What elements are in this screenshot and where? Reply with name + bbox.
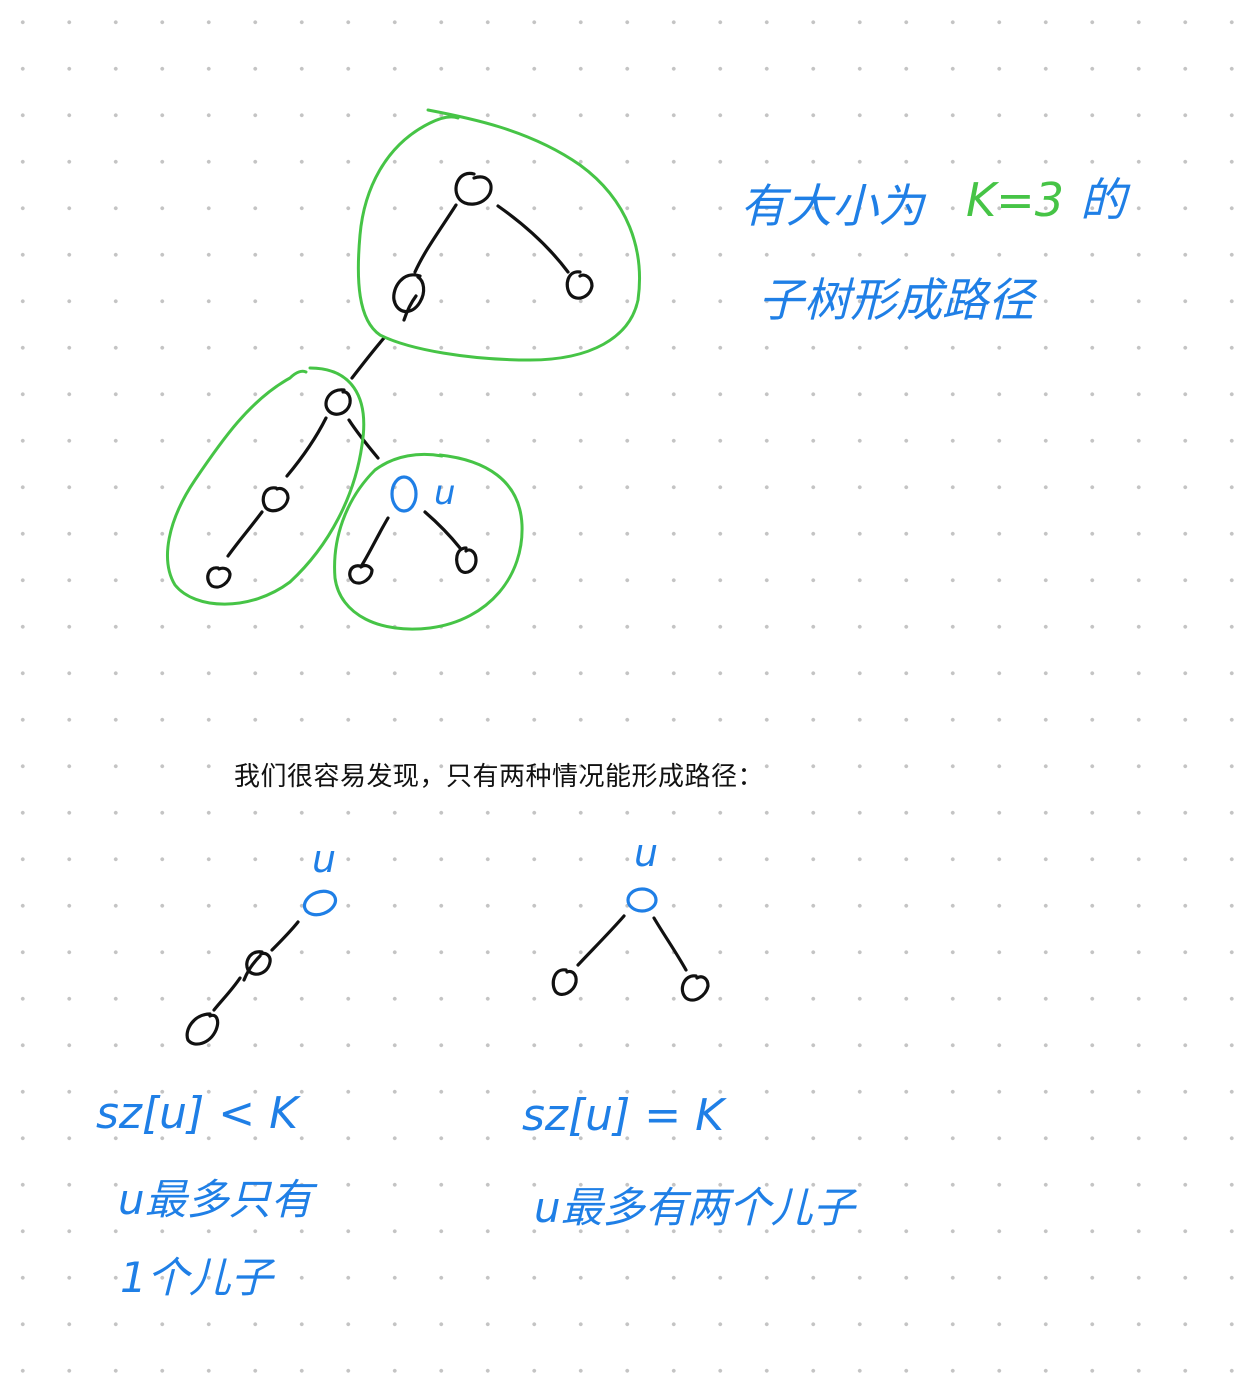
case-right-edge bbox=[576, 914, 626, 967]
subtree-outline-top bbox=[356, 108, 642, 362]
annotation-line2: 子树形成路径 bbox=[758, 273, 1038, 327]
tree-node bbox=[565, 270, 594, 300]
case-left-edge bbox=[270, 920, 300, 952]
main-tree: u bbox=[206, 171, 594, 589]
tree-node bbox=[206, 566, 232, 589]
subtree-outline-left bbox=[166, 366, 366, 606]
case-left-desc-line1: u最多只有 bbox=[118, 1175, 318, 1224]
tree-edge bbox=[496, 204, 570, 274]
case-right-edge bbox=[652, 916, 688, 972]
annotation-line1-suffix: 的 bbox=[1080, 173, 1131, 227]
caption-text: 我们很容易发现，只有两种情况能形成路径： bbox=[234, 762, 765, 792]
case-right-condition: sz[u] = K bbox=[522, 1090, 727, 1141]
case-left-condition: sz[u] < K bbox=[96, 1088, 301, 1139]
tree-edge bbox=[350, 336, 386, 380]
case-right-diagram: u sz[u] = K u最多有两个儿子 bbox=[522, 831, 858, 1232]
tree-node bbox=[348, 563, 374, 585]
annotation-k3: 有大小为 K=3 的 子树形成路径 bbox=[740, 173, 1131, 327]
case-left-node-u bbox=[302, 889, 338, 917]
tree-edge bbox=[285, 416, 328, 478]
case-right-node bbox=[551, 968, 578, 996]
tree-node bbox=[324, 388, 352, 416]
tree-node bbox=[261, 486, 290, 513]
annotation-line1-prefix: 有大小为 bbox=[740, 179, 927, 233]
case-left-node-label: u bbox=[312, 837, 336, 881]
node-u bbox=[390, 475, 418, 513]
case-right-desc-line1: u最多有两个儿子 bbox=[534, 1183, 858, 1232]
case-right-node bbox=[680, 974, 710, 1002]
tree-edge bbox=[413, 203, 458, 274]
case-left-edge bbox=[212, 976, 242, 1012]
tree-node bbox=[392, 273, 426, 322]
case-left-node bbox=[242, 950, 272, 982]
annotation-k-value: K=3 bbox=[966, 173, 1064, 227]
tree-node bbox=[455, 546, 478, 574]
case-right-node-u bbox=[626, 887, 658, 913]
node-u-label: u bbox=[434, 473, 456, 513]
subtree-outlines bbox=[166, 108, 642, 631]
case-left-node bbox=[185, 1012, 220, 1046]
tree-edge bbox=[360, 516, 390, 567]
tree-edge bbox=[226, 510, 264, 558]
tree-node bbox=[454, 171, 493, 206]
tree-edge bbox=[423, 510, 462, 550]
subtree-outline-right bbox=[333, 452, 524, 631]
case-left-diagram: u sz[u] < K u最多只有 1个儿子 bbox=[96, 837, 338, 1302]
case-left-desc-line2: 1个儿子 bbox=[120, 1253, 276, 1302]
case-right-node-label: u bbox=[634, 831, 658, 875]
